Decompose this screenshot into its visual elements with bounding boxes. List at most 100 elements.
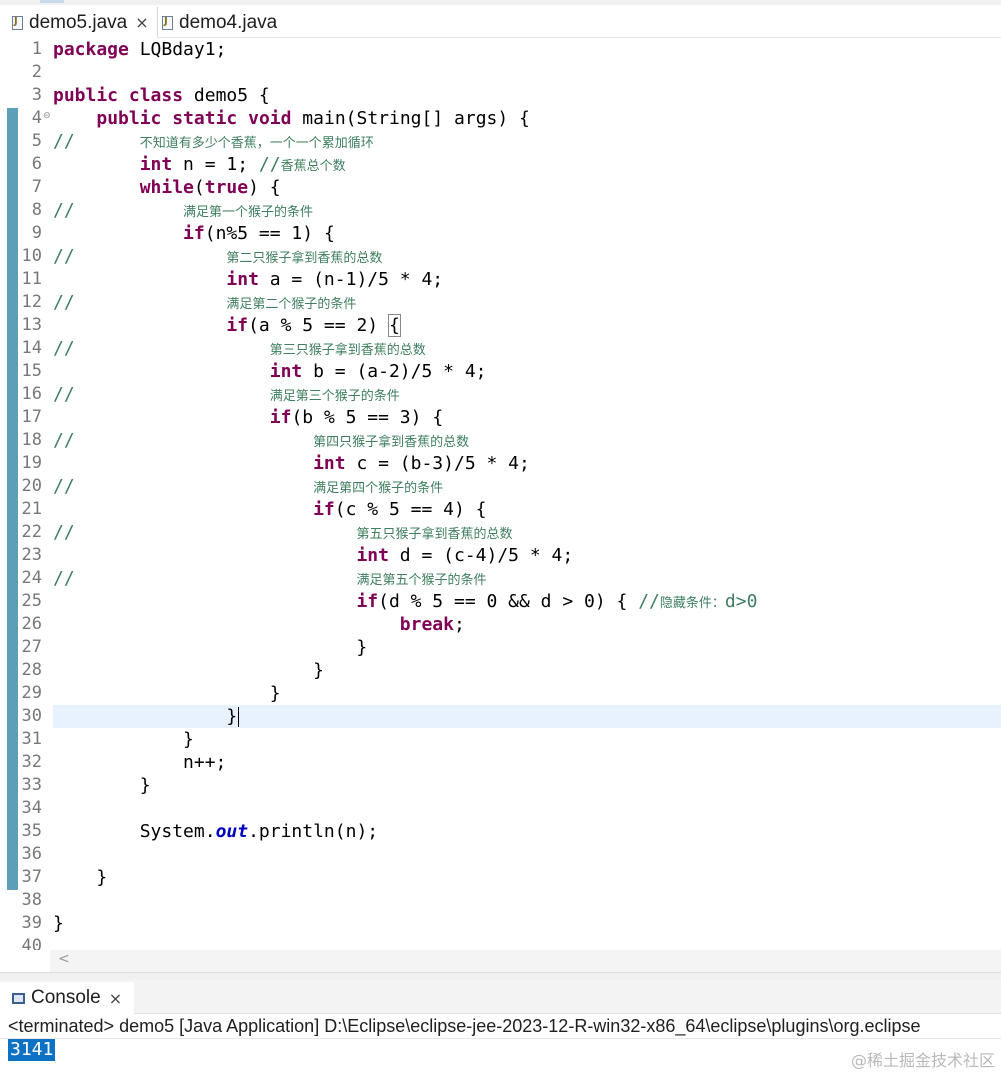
code-line[interactable]: 8// 满足第一个猴子的条件: [0, 199, 1001, 222]
code-line[interactable]: 38: [0, 889, 1001, 912]
code-text[interactable]: [53, 61, 1001, 84]
code-line[interactable]: 36: [0, 843, 1001, 866]
code-text[interactable]: if(b % 5 == 3) {: [53, 406, 1001, 429]
code-text[interactable]: int c = (b-3)/5 * 4;: [53, 452, 1001, 475]
console-output-text[interactable]: 3141: [8, 1039, 56, 1061]
code-text[interactable]: System.out.println(n);: [53, 820, 1001, 843]
tab-console[interactable]: Console ×: [0, 982, 135, 1014]
code-text[interactable]: }: [53, 659, 1001, 682]
code-line[interactable]: 27 }: [0, 636, 1001, 659]
code-text[interactable]: if(a % 5 == 2) {: [53, 314, 1001, 337]
close-icon[interactable]: ×: [135, 13, 149, 32]
code-text[interactable]: }: [53, 774, 1001, 797]
code-line[interactable]: 6 int n = 1; //香蕉总个数: [0, 153, 1001, 176]
code-line[interactable]: 22// 第五只猴子拿到香蕉的总数: [0, 521, 1001, 544]
line-number: 12: [21, 292, 42, 312]
fold-toggle-icon[interactable]: ⊖: [43, 111, 51, 121]
code-line[interactable]: 34: [0, 797, 1001, 820]
keyword-token: break: [399, 614, 454, 635]
code-text[interactable]: }: [53, 912, 1001, 935]
code-line[interactable]: 31 }: [0, 728, 1001, 751]
console-tab-bar: Console ×: [0, 980, 1001, 1014]
code-line[interactable]: 26 break;: [0, 613, 1001, 636]
code-text[interactable]: // 不知道有多少个香蕉，一个一个累加循环: [53, 130, 1001, 153]
code-text[interactable]: // 第三只猴子拿到香蕉的总数: [53, 337, 1001, 360]
code-text[interactable]: }: [53, 866, 1001, 889]
code-line[interactable]: 18// 第四只猴子拿到香蕉的总数: [0, 429, 1001, 452]
code-text[interactable]: int a = (n-1)/5 * 4;: [53, 268, 1001, 291]
code-text[interactable]: if(c % 5 == 4) {: [53, 498, 1001, 521]
code-line[interactable]: 17 if(b % 5 == 3) {: [0, 406, 1001, 429]
code-text[interactable]: package LQBday1;: [53, 38, 1001, 61]
code-text[interactable]: }: [53, 682, 1001, 705]
code-text[interactable]: // 满足第五个猴子的条件: [53, 567, 1001, 590]
code-text[interactable]: // 第五只猴子拿到香蕉的总数: [53, 521, 1001, 544]
code-text[interactable]: }: [53, 728, 1001, 751]
code-text[interactable]: public static void main(String[] args) {: [53, 107, 1001, 130]
code-line[interactable]: 15 int b = (a-2)/5 * 4;: [0, 360, 1001, 383]
code-line[interactable]: 9 if(n%5 == 1) {: [0, 222, 1001, 245]
code-line[interactable]: 13 if(a % 5 == 2) {: [0, 314, 1001, 337]
tab-demo5-java[interactable]: demo5.java ×: [0, 7, 158, 38]
code-text[interactable]: public class demo5 {: [53, 84, 1001, 107]
code-text[interactable]: [53, 797, 1001, 820]
code-line[interactable]: 14// 第三只猴子拿到香蕉的总数: [0, 337, 1001, 360]
close-icon[interactable]: ×: [108, 988, 123, 1008]
code-line[interactable]: 2: [0, 61, 1001, 84]
code-text[interactable]: [53, 843, 1001, 866]
code-text[interactable]: // 满足第三个猴子的条件: [53, 383, 1001, 406]
code-line[interactable]: 19 int c = (b-3)/5 * 4;: [0, 452, 1001, 475]
code-line[interactable]: 35 System.out.println(n);: [0, 820, 1001, 843]
code-text[interactable]: [53, 935, 1001, 950]
horizontal-scrollbar[interactable]: <: [50, 950, 1001, 972]
comment-token: //: [53, 292, 227, 313]
code-line[interactable]: 40: [0, 935, 1001, 950]
code-text[interactable]: }: [53, 705, 1001, 728]
code-line[interactable]: 5// 不知道有多少个香蕉，一个一个累加循环: [0, 130, 1001, 153]
code-line[interactable]: 20// 满足第四个猴子的条件: [0, 475, 1001, 498]
code-line[interactable]: 7 while(true) {: [0, 176, 1001, 199]
code-line[interactable]: 28 }: [0, 659, 1001, 682]
code-line[interactable]: 33 }: [0, 774, 1001, 797]
code-line[interactable]: 30 }: [0, 705, 1001, 728]
code-text[interactable]: if(d % 5 == 0 && d > 0) { //隐藏条件：d>0: [53, 590, 1001, 613]
code-line[interactable]: 16// 满足第三个猴子的条件: [0, 383, 1001, 406]
code-line[interactable]: 24// 满足第五个猴子的条件: [0, 567, 1001, 590]
code-text[interactable]: // 第二只猴子拿到香蕉的总数: [53, 245, 1001, 268]
code-line[interactable]: 37 }: [0, 866, 1001, 889]
code-text[interactable]: break;: [53, 613, 1001, 636]
code-text[interactable]: [53, 889, 1001, 912]
line-number: 11: [21, 269, 42, 289]
tab-demo4-java[interactable]: demo4.java: [150, 7, 285, 38]
code-text[interactable]: // 满足第一个猴子的条件: [53, 199, 1001, 222]
line-number: 39: [21, 913, 42, 933]
console-output-area[interactable]: 3141 @稀土掘金技术社区: [0, 1038, 1001, 1078]
scroll-left-icon[interactable]: <: [58, 951, 70, 967]
code-line[interactable]: 21 if(c % 5 == 4) {: [0, 498, 1001, 521]
code-line[interactable]: 12 // 满足第二个猴子的条件: [0, 291, 1001, 314]
code-text[interactable]: // 满足第二个猴子的条件: [53, 291, 1001, 314]
code-text[interactable]: while(true) {: [53, 176, 1001, 199]
code-line[interactable]: 32 n++;: [0, 751, 1001, 774]
code-line[interactable]: 25 if(d % 5 == 0 && d > 0) { //隐藏条件：d>0: [0, 590, 1001, 613]
comment-token: //: [638, 591, 660, 612]
code-line[interactable]: 39}: [0, 912, 1001, 935]
code-text[interactable]: }: [53, 636, 1001, 659]
code-text[interactable]: n++;: [53, 751, 1001, 774]
code-text[interactable]: // 第四只猴子拿到香蕉的总数: [53, 429, 1001, 452]
code-text[interactable]: // 满足第四个猴子的条件: [53, 475, 1001, 498]
code-text[interactable]: int d = (c-4)/5 * 4;: [53, 544, 1001, 567]
code-text[interactable]: int b = (a-2)/5 * 4;: [53, 360, 1001, 383]
code-line[interactable]: 29 }: [0, 682, 1001, 705]
code-line[interactable]: 10// 第二只猴子拿到香蕉的总数: [0, 245, 1001, 268]
code-text[interactable]: if(n%5 == 1) {: [53, 222, 1001, 245]
code-line[interactable]: 4⊖ public static void main(String[] args…: [0, 107, 1001, 130]
code-line[interactable]: 23 int d = (c-4)/5 * 4;: [0, 544, 1001, 567]
code-line[interactable]: 11 int a = (n-1)/5 * 4;: [0, 268, 1001, 291]
panel-divider[interactable]: [0, 972, 1001, 980]
code-text[interactable]: int n = 1; //香蕉总个数: [53, 153, 1001, 176]
